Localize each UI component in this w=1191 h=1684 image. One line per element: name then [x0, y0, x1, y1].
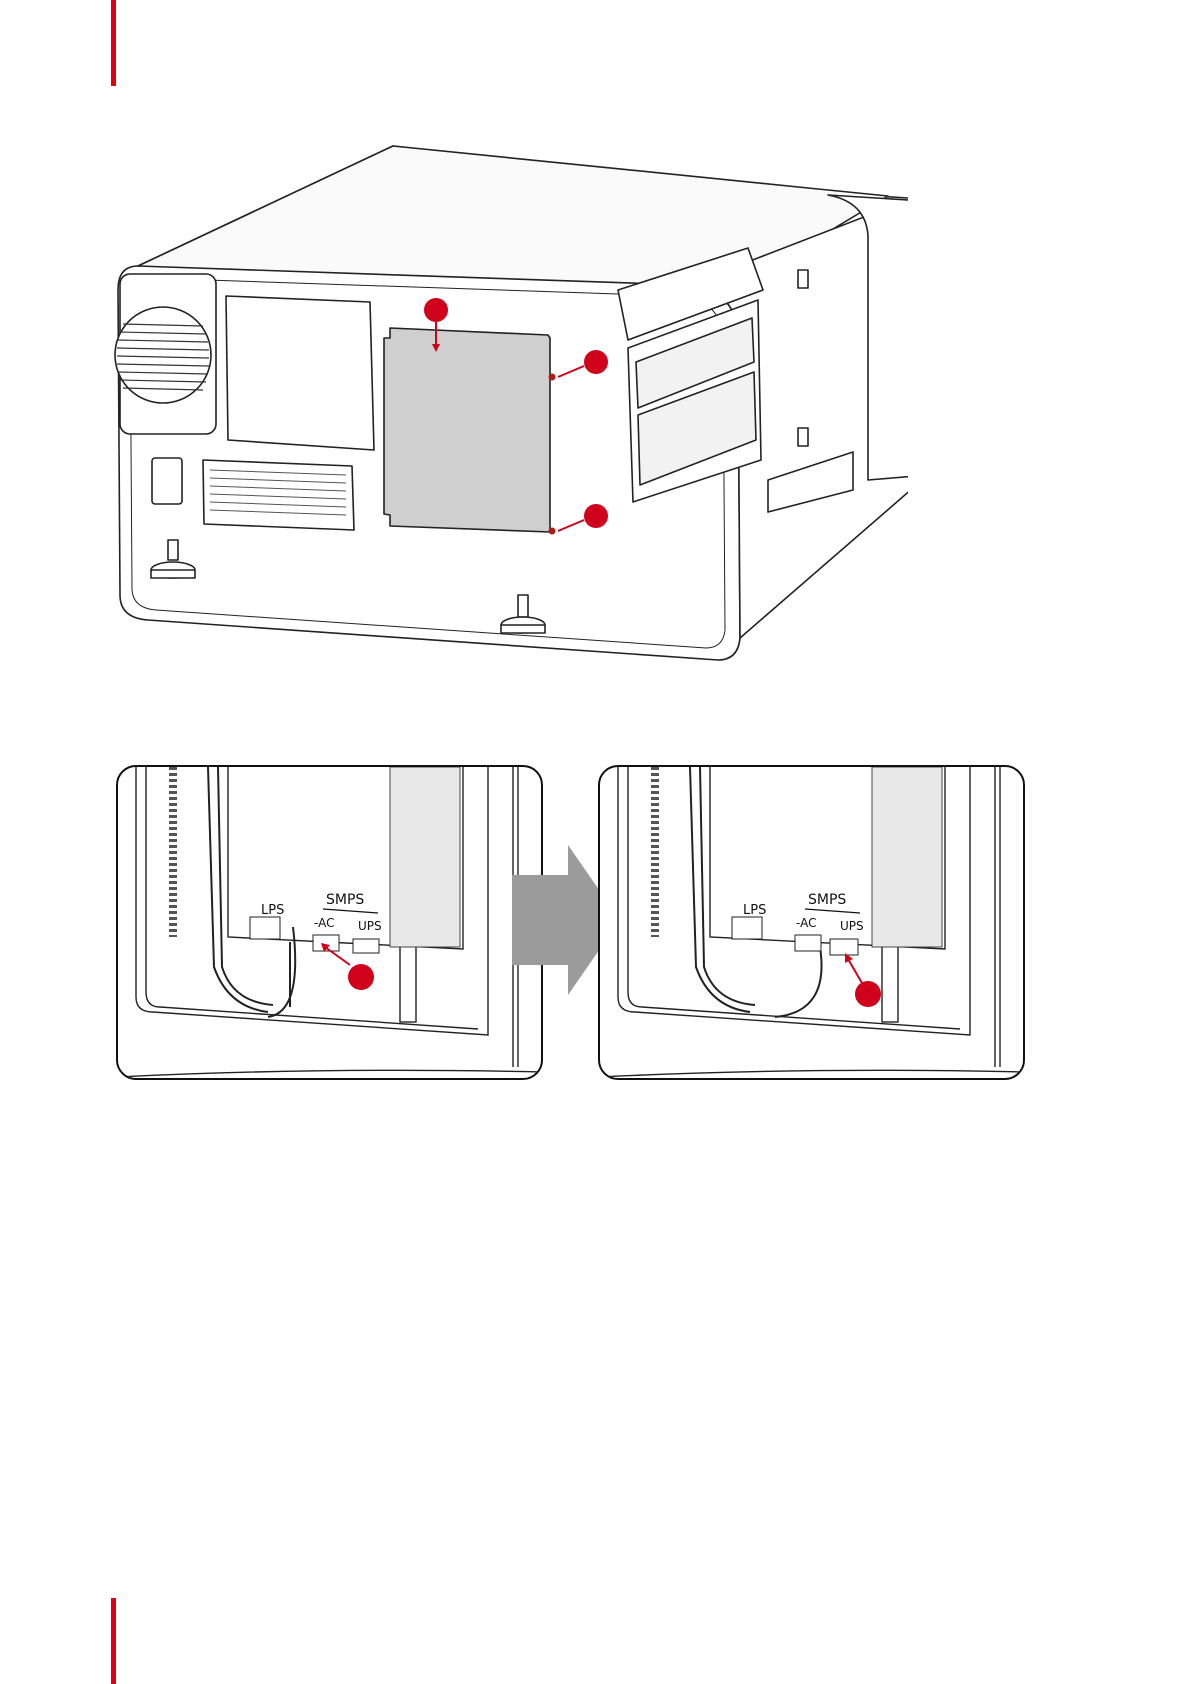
label-ups: UPS — [358, 919, 382, 933]
ups-connector — [353, 939, 379, 953]
label-ups: UPS — [840, 919, 864, 933]
page-marker-bottom — [111, 1598, 116, 1684]
ups-connector — [830, 939, 858, 955]
ac-connector — [795, 935, 821, 951]
label-ac: -AC — [314, 916, 334, 930]
lps-connector — [250, 917, 280, 939]
label-ac: -AC — [796, 916, 816, 930]
detail-before-frame: LPS SMPS -AC UPS — [116, 765, 543, 1080]
detail-after-frame: LPS SMPS -AC UPS — [598, 765, 1025, 1080]
handle-top — [798, 270, 808, 288]
label-lps: LPS — [261, 903, 284, 918]
label-smps: SMPS — [326, 892, 364, 908]
mesh-grille — [872, 767, 942, 947]
mesh-grille — [390, 767, 460, 947]
projector-illustration — [108, 140, 908, 685]
page-marker-top — [111, 0, 116, 86]
projector-figure — [108, 140, 908, 685]
lps-connector — [732, 917, 762, 939]
connector-detail-after: LPS SMPS -AC UPS — [600, 767, 1025, 1080]
connector-detail-before: LPS SMPS -AC UPS — [118, 767, 543, 1080]
service-plate — [226, 296, 374, 450]
handle-bottom — [798, 428, 808, 446]
label-smps: SMPS — [808, 892, 846, 908]
side-cover-panel — [384, 328, 550, 532]
label-lps: LPS — [743, 903, 766, 918]
power-inlet — [152, 458, 182, 504]
callout-marker-after — [845, 953, 881, 1007]
